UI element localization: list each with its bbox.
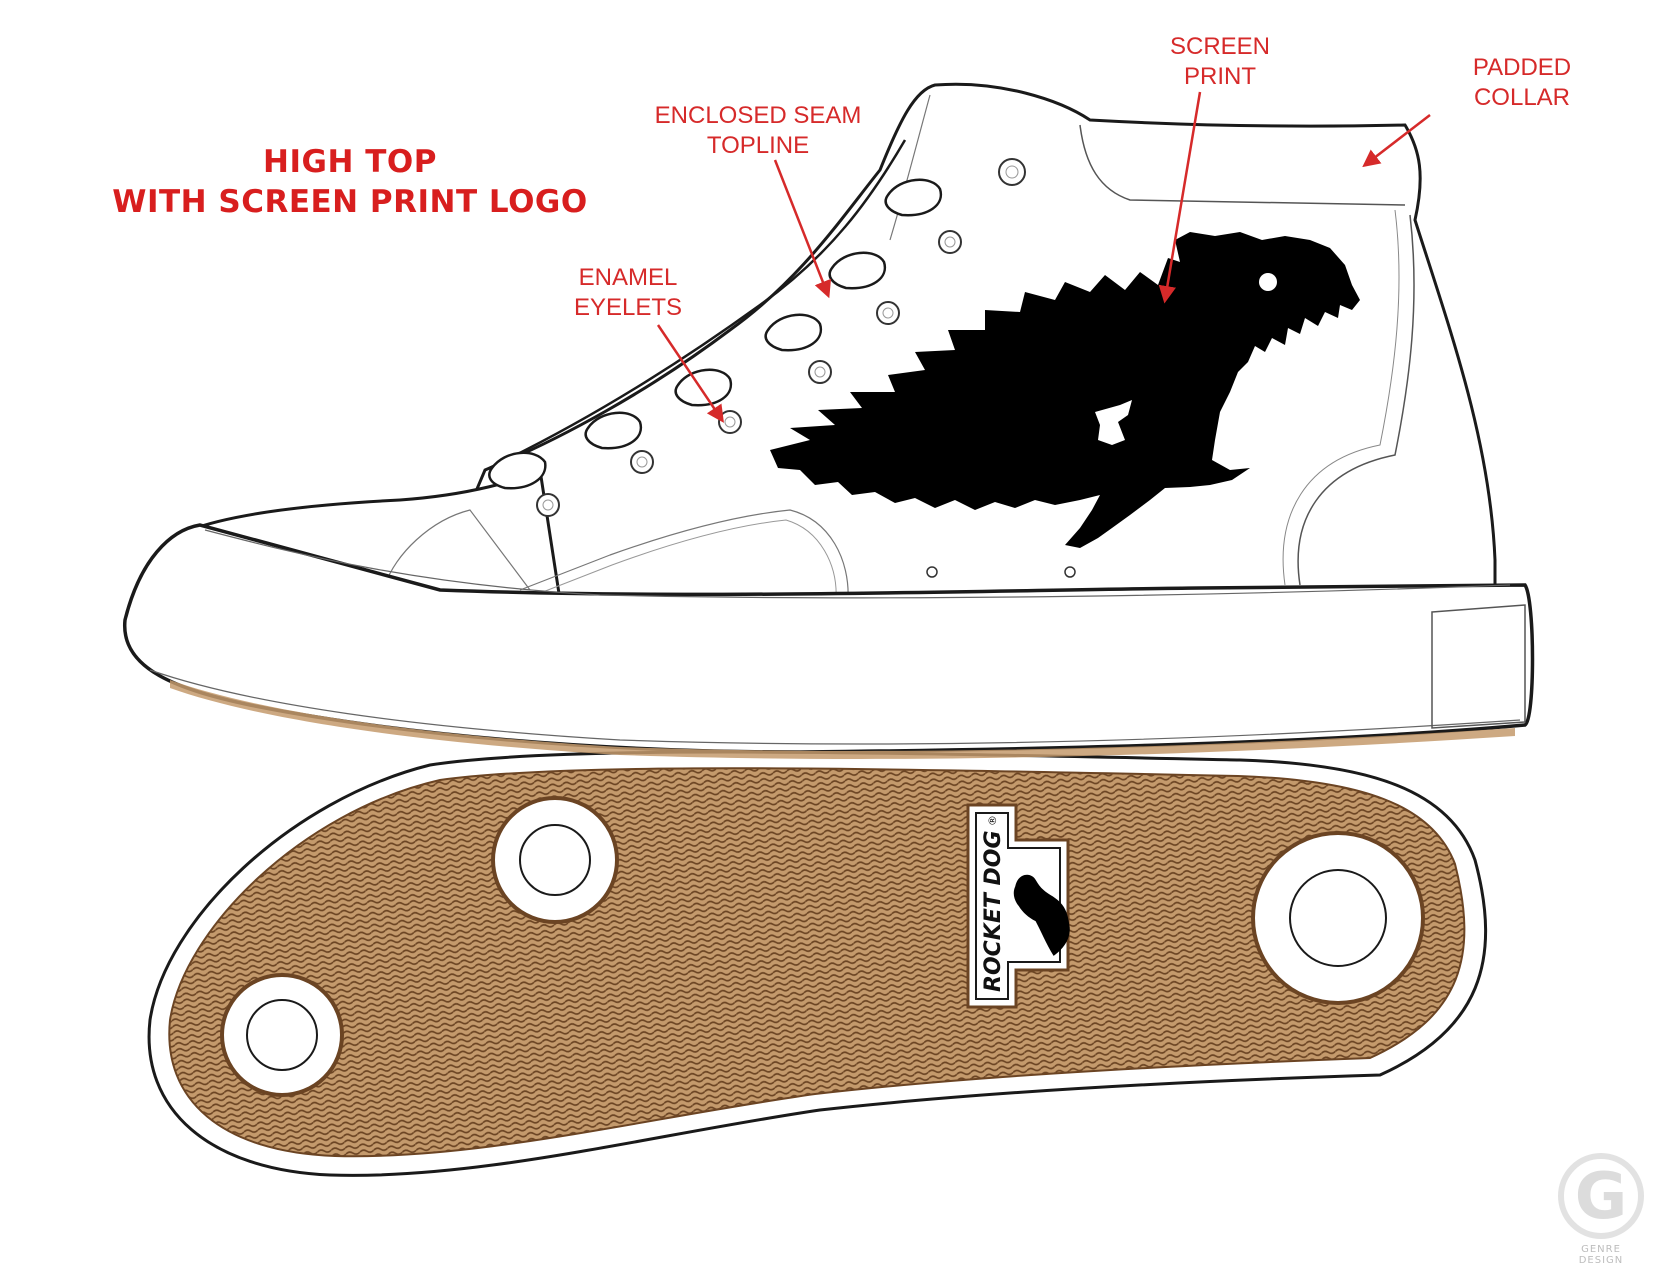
arrow-enclosed-seam-topline bbox=[773, 159, 832, 299]
watermark-letter: G bbox=[1575, 1160, 1628, 1234]
outsole-registered-mark: ® bbox=[986, 815, 999, 826]
callout-line: PRINT bbox=[1184, 63, 1256, 90]
lace-loop bbox=[584, 411, 643, 450]
collar-seam bbox=[1079, 124, 1406, 206]
lace-loop bbox=[828, 251, 887, 290]
callout-enclosed-seam-topline: ENCLOSED SEAM TOPLINE bbox=[655, 101, 862, 161]
dog-eye-icon bbox=[1259, 273, 1277, 291]
callout-line: SCREEN bbox=[1169, 33, 1271, 60]
vamp-seam bbox=[384, 509, 531, 591]
diagram-title: HIGH TOP WITH SCREEN PRINT LOGO bbox=[60, 142, 640, 222]
outsole-brand-text: ROCKET DOG bbox=[981, 830, 1006, 992]
callout-arrows bbox=[656, 91, 1431, 423]
lace-loop bbox=[674, 368, 733, 407]
eyelet-icon bbox=[808, 360, 832, 384]
watermark-line: GENRE bbox=[1581, 1244, 1621, 1255]
midsole-top-edge bbox=[204, 529, 1511, 599]
outsole-pivot-circle bbox=[220, 973, 344, 1097]
vent-hole-icon bbox=[1064, 566, 1076, 578]
lace-loop bbox=[764, 313, 823, 352]
eyelet-icon bbox=[718, 410, 742, 434]
eyestay bbox=[484, 139, 907, 472]
title-line-2: WITH SCREEN PRINT LOGO bbox=[112, 184, 588, 220]
eyelet-icon bbox=[876, 301, 900, 325]
heel-tab bbox=[1431, 604, 1526, 729]
callout-line: COLLAR bbox=[1473, 84, 1571, 111]
heel-counter-seam bbox=[1297, 214, 1415, 586]
outsole-logo-plate: ROCKET DOG ® bbox=[966, 803, 1070, 1009]
outsole: ROCKET DOG ® bbox=[147, 750, 1488, 1177]
screen-print-dog-logo-icon bbox=[770, 232, 1360, 548]
eyelet-icon bbox=[536, 493, 560, 517]
watermark-logo-icon: G bbox=[1558, 1153, 1644, 1239]
callout-line: EYELETS bbox=[573, 294, 683, 321]
vent-hole-icon bbox=[926, 566, 938, 578]
callout-line: ENAMEL bbox=[578, 264, 678, 291]
outsole-pivot-circle bbox=[1251, 831, 1425, 1005]
callout-line: ENCLOSED SEAM bbox=[654, 102, 862, 129]
side-panel-seam-inner bbox=[529, 519, 837, 601]
lace-loop bbox=[488, 451, 547, 490]
eyelet-row bbox=[536, 158, 1026, 517]
heel-counter-seam-inner bbox=[1282, 209, 1400, 586]
dog-logo-icon bbox=[1013, 874, 1070, 956]
shoe-upper bbox=[123, 82, 1535, 759]
callout-padded-collar: PADDED COLLAR bbox=[1473, 53, 1571, 113]
lace-loops bbox=[488, 178, 943, 490]
eyelet-icon bbox=[938, 230, 962, 254]
callout-enamel-eyelets: ENAMEL EYELETS bbox=[574, 263, 682, 323]
callout-line: TOPLINE bbox=[706, 132, 810, 159]
arrow-screen-print bbox=[1158, 91, 1202, 304]
tongue-seam bbox=[889, 94, 931, 241]
title-line-1: HIGH TOP bbox=[263, 144, 437, 180]
lace-loop bbox=[884, 178, 943, 217]
side-panel-seam bbox=[519, 509, 849, 601]
arrow-enamel-eyelets bbox=[656, 324, 724, 423]
watermark-caption: GENRE DESIGN bbox=[1571, 1244, 1631, 1266]
midsole-bottom-edge bbox=[149, 669, 1521, 745]
outsole-pivot-circle bbox=[491, 796, 619, 924]
callout-line: PADDED bbox=[1472, 54, 1572, 81]
dog-paw-patch bbox=[1095, 400, 1132, 445]
eyelet-icon bbox=[630, 450, 654, 474]
midsole-tan-strip bbox=[170, 680, 1515, 759]
eyelet-icon bbox=[998, 158, 1026, 186]
arrow-padded-collar bbox=[1362, 114, 1431, 168]
watermark-line: DESIGN bbox=[1578, 1255, 1624, 1266]
callout-screen-print: SCREEN PRINT bbox=[1170, 32, 1270, 92]
